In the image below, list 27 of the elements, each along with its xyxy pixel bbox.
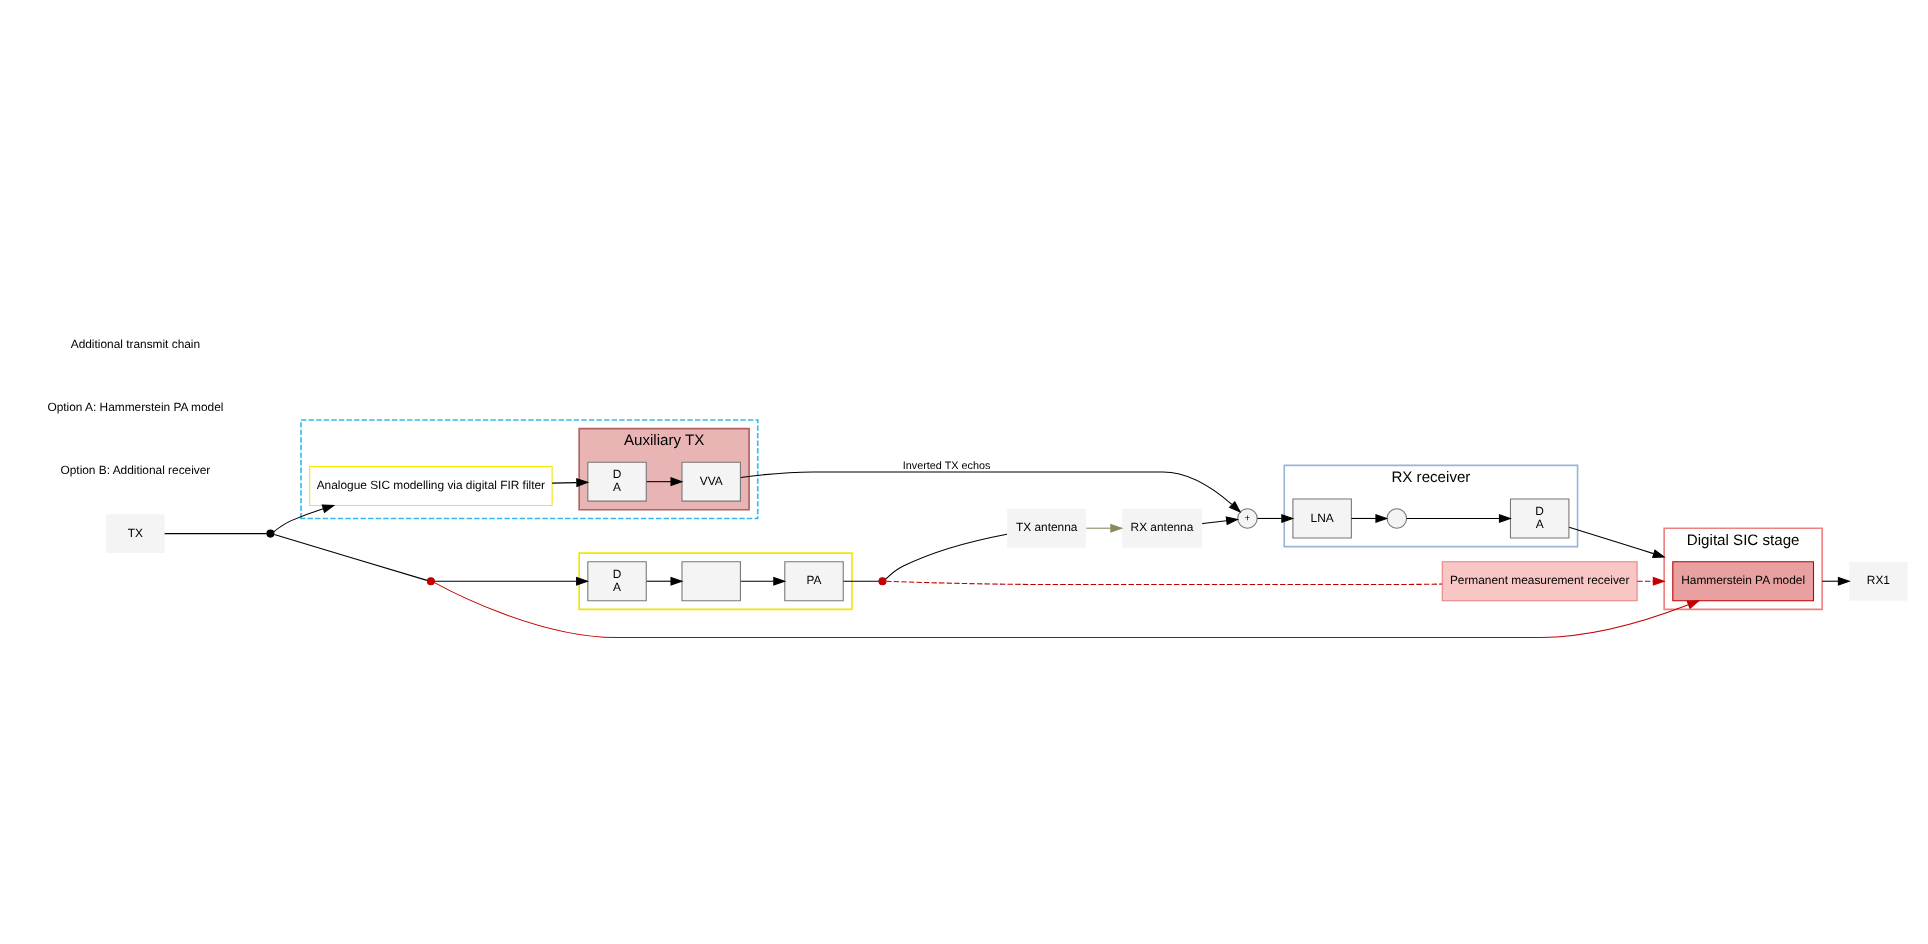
arrow [1349,512,1388,522]
arrow [1084,522,1123,532]
node-dot [877,576,886,585]
arrow [1405,512,1511,522]
arrow [272,503,335,532]
arrow [1200,515,1239,525]
cluster [299,418,758,519]
arrow [550,477,589,487]
node-box [680,560,740,601]
arrow [1820,575,1850,585]
connector [272,532,427,580]
arrow [1567,525,1665,557]
connector [884,532,1007,579]
arrow [739,575,786,585]
arrow [645,476,683,486]
connector [842,579,879,581]
node-dot [265,528,274,537]
arrow [645,575,683,585]
arrow [1635,575,1665,585]
arrow [1255,512,1294,522]
node-circle [1385,507,1407,528]
connector [884,579,1442,584]
connector [163,532,267,534]
arrow [432,581,1700,638]
node-dot [425,576,434,585]
arrow [433,575,589,585]
arrow [739,470,1241,513]
